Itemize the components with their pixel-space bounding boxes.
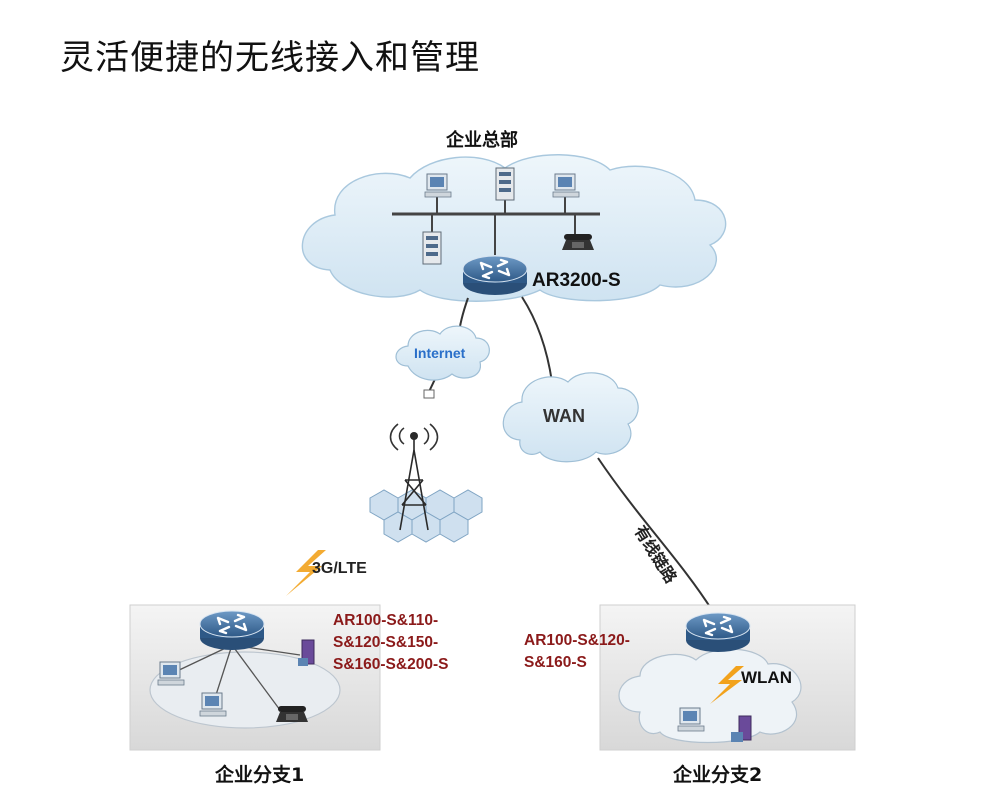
branch2-pc-icon	[731, 715, 752, 742]
branch1-model-line: S&120-S&150-	[333, 634, 439, 651]
hq-storage-icon	[422, 231, 442, 265]
branch1-label: 企业分支1	[215, 764, 305, 786]
wan-cloud	[502, 372, 639, 463]
branch1-router-icon	[198, 609, 266, 652]
branch2-model-line: AR100-S&120-	[524, 632, 630, 649]
wan-label: WAN	[543, 406, 585, 426]
branch2-router-icon	[684, 611, 752, 654]
branch1-models: AR100-S&110- S&120-S&150- S&160-S&200-S	[333, 610, 448, 676]
3g-lte-label: 3G/LTE	[312, 560, 367, 577]
branch1-pc-icon	[199, 692, 227, 717]
wlan-label: WLAN	[741, 668, 792, 687]
branch1-server-icon	[298, 639, 315, 666]
cell-tower-icon	[369, 389, 483, 543]
branch2-models: AR100-S&120- S&160-S	[524, 630, 630, 674]
page-title: 灵活便捷的无线接入和管理	[60, 38, 480, 78]
branch2-label: 企业分支2	[673, 764, 763, 786]
branch1-laptop-icon	[157, 661, 185, 686]
branch1-model-line: S&160-S&200-S	[333, 656, 449, 673]
internet-label: Internet	[414, 345, 466, 361]
hq-router-model: AR3200-S	[532, 270, 621, 291]
hq-pc-icon	[424, 173, 452, 198]
hq-router-icon	[461, 254, 529, 297]
internet-cloud	[395, 325, 490, 381]
hq-terminal-icon	[552, 173, 580, 198]
branch2-model-line: S&160-S	[524, 654, 587, 671]
hq-lan	[392, 196, 600, 255]
branch1-model-line: AR100-S&110-	[333, 612, 439, 629]
hq-cloud	[301, 154, 727, 302]
hq-phone-icon	[562, 234, 594, 250]
branch2-laptop-icon	[677, 707, 705, 732]
hq-server-icon	[495, 167, 515, 201]
branch1-phone-icon	[276, 706, 308, 722]
hq-label: 企业总部	[446, 130, 518, 151]
